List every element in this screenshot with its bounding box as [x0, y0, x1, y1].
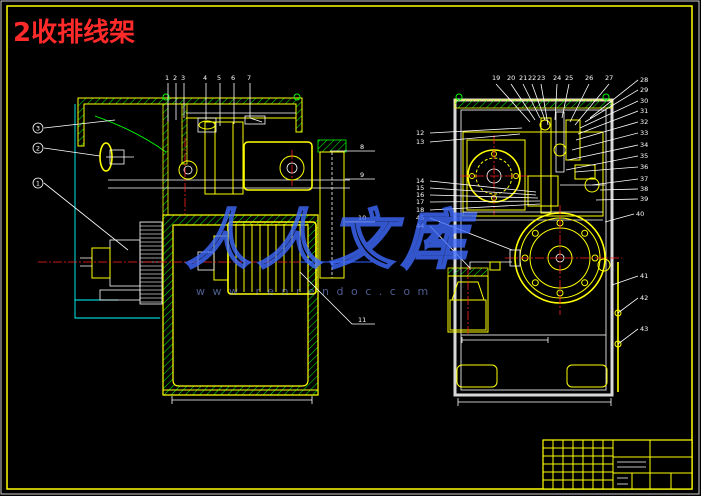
guide-curve	[94, 115, 167, 153]
part-label: 7	[247, 74, 251, 82]
part-label: 34	[640, 141, 648, 149]
traverse-mechanism	[463, 111, 605, 221]
drive-motor	[447, 266, 489, 334]
part-label: 36	[640, 163, 648, 171]
top-cap	[454, 99, 613, 109]
upper-assembly	[108, 112, 350, 195]
part-label: 30	[640, 97, 648, 105]
right-part-labels: 28 29 30 31 32 33 34 35 36 37 38 39 40	[636, 76, 648, 218]
right-view: 19 20 21 22 23 24 25 26 27 12 13 14 15 1…	[416, 74, 648, 406]
part-label: 3	[181, 74, 185, 82]
left-view: 3 2 1 1 2 3 4 5 6 7 8 9 10 11	[32, 74, 375, 404]
take-up-disc	[505, 205, 622, 315]
upper-compartment	[462, 131, 604, 217]
watermark-logo: 人人文库	[186, 203, 477, 278]
left-part-labels: 12 13 14 15 16 17 18 45 44	[416, 129, 424, 230]
part-label: 26	[585, 74, 593, 82]
part-label: 1	[165, 74, 169, 82]
drawing-frame	[6, 5, 693, 490]
watermark: 人人文库 www.renrendoc.com	[185, 202, 477, 298]
part-label: 28	[640, 76, 648, 84]
part-label: 40	[636, 210, 644, 218]
part-label: 45	[416, 214, 424, 222]
part-label: 35	[640, 152, 648, 160]
part-label: 19	[492, 74, 500, 82]
part-label: 25	[565, 74, 573, 82]
link-block	[489, 261, 501, 271]
leader-lines	[429, 79, 639, 345]
side-rail	[614, 262, 622, 392]
side-base	[456, 334, 612, 406]
spindle-chuck	[80, 221, 163, 305]
circled-label: 2	[36, 145, 40, 153]
corner-bolt	[602, 93, 610, 101]
part-label: 18	[416, 206, 424, 214]
part-label: 11	[358, 316, 366, 324]
part-label: 42	[640, 294, 648, 302]
circled-label: 3	[36, 125, 40, 133]
top-housing	[77, 97, 303, 147]
main-motor	[197, 221, 317, 295]
part-label: 21	[519, 74, 527, 82]
part-label: 12	[416, 129, 424, 137]
center-lines	[38, 138, 372, 263]
lower-part-labels: 41 42 43	[640, 272, 648, 333]
part-label: 39	[640, 195, 648, 203]
part-label: 14	[416, 177, 424, 185]
part-label: 16	[416, 191, 424, 199]
part-label: 20	[507, 74, 515, 82]
drawing-title: 2收排线架	[13, 18, 135, 48]
part-label: 33	[640, 129, 648, 137]
traverse-unit	[317, 139, 347, 279]
corner-bolt	[455, 93, 463, 101]
part-label: 23	[537, 74, 545, 82]
part-label: 43	[640, 325, 648, 333]
top-part-labels: 1 2 3 4 5 6 7	[165, 74, 251, 82]
side-frame-inner	[460, 109, 607, 391]
part-label: 27	[605, 74, 613, 82]
watermark-url: www.renrendoc.com	[196, 285, 436, 298]
corner-bolt	[162, 93, 170, 101]
part-label: 37	[640, 175, 648, 183]
part-label: 41	[640, 272, 648, 280]
part-label: 38	[640, 185, 648, 193]
post-wall	[181, 103, 188, 165]
part-label: 32	[640, 118, 648, 126]
top-part-labels: 19 20 21 22 23 24 25 26 27	[492, 74, 613, 82]
part-label: 10	[358, 214, 366, 222]
part-label: 17	[416, 198, 424, 206]
circled-label: 1	[36, 180, 40, 188]
part-label: 29	[640, 86, 648, 94]
part-label: 13	[416, 138, 424, 146]
title-block	[542, 439, 693, 490]
side-part-labels: 8 9 10 11	[358, 143, 366, 324]
leader-lines	[43, 83, 375, 325]
part-label: 8	[360, 143, 364, 151]
dimension-line	[171, 396, 313, 404]
part-label: 6	[231, 74, 235, 82]
part-label: 24	[553, 74, 561, 82]
machine-body	[162, 214, 319, 396]
part-label: 4	[203, 74, 207, 82]
part-label: 9	[360, 171, 364, 179]
circled-labels: 3 2 1	[32, 122, 44, 189]
part-label: 31	[640, 107, 648, 115]
part-label: 15	[416, 184, 424, 192]
part-label: 22	[528, 74, 536, 82]
corner-bolt	[293, 93, 301, 101]
guide-wheel	[99, 142, 134, 172]
part-label: 5	[217, 74, 221, 82]
part-label: 44	[416, 222, 424, 230]
part-label: 2	[173, 74, 177, 82]
post-wall	[162, 103, 169, 216]
